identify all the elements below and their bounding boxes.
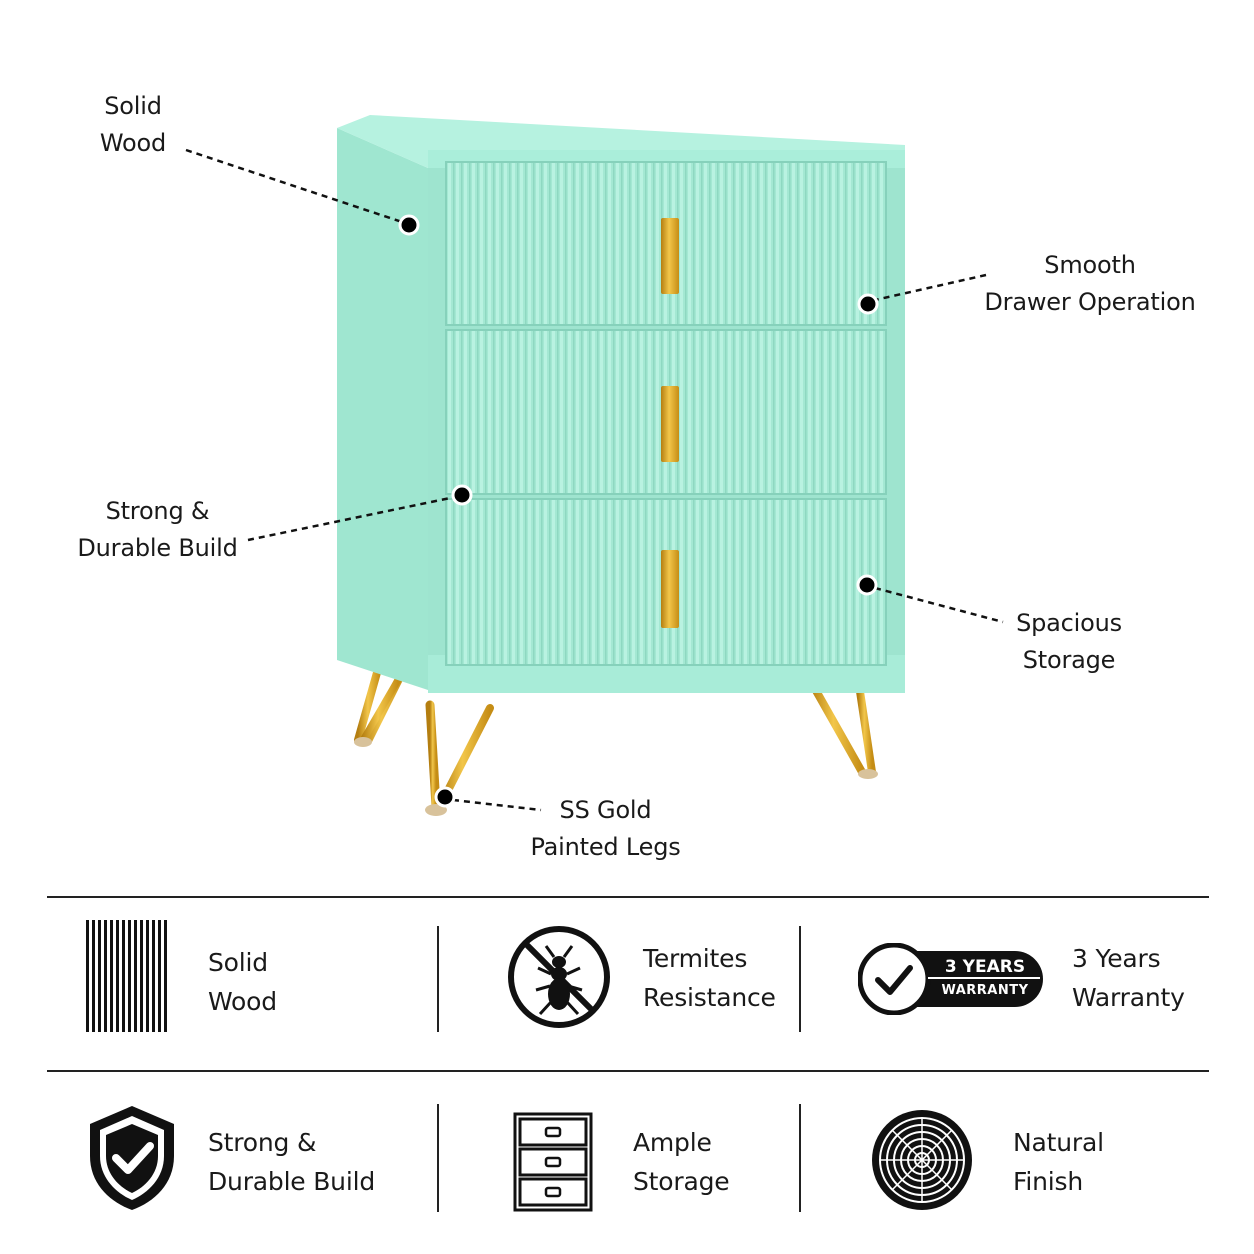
callout-smooth-drawer: Smooth Drawer Operation [984,251,1196,316]
feature-strong-build: Strong & Durable Build [208,1128,375,1196]
divider-v [799,926,801,1032]
callout-strong-build: Strong & Durable Build [77,497,238,562]
warranty-badge-icon: 3 YEARS WARRANTY [858,943,1046,1015]
divider-top [47,896,1209,898]
feature-solid-wood: Solid Wood [208,948,277,1016]
divider-middle [47,1070,1209,1072]
chest-of-drawers-illustration [185,115,1004,816]
callout-solid-wood: Solid Wood [99,92,167,157]
feature-natural-finish: Natural Finish [1013,1128,1104,1196]
callout-dot-solid-wood [398,214,420,236]
callout-dot-strong-build [451,484,473,506]
shield-check-icon [90,1106,174,1210]
badge-bottom-text: WARRANTY [941,983,1029,998]
divider-v [437,926,439,1032]
callout-leaders [185,148,1004,812]
no-termite-icon [508,926,610,1028]
callout-gold-legs: SS Gold Painted Legs [530,796,681,861]
badge-top-text: 3 YEARS [944,957,1026,977]
callout-dot-spacious-storage [856,574,878,596]
feature-ample-storage: Ample Storage [633,1128,730,1196]
drawer-top [445,161,887,326]
drawer-bottom [445,498,887,666]
feature-termites: Termites Resistance [643,944,776,1012]
divider-v [799,1104,801,1212]
callout-dot-gold-legs [434,786,456,808]
wood-rings-icon [872,1110,972,1210]
callout-spacious-storage: Spacious Storage [1016,609,1122,674]
feature-warranty: 3 Years Warranty [1072,944,1185,1012]
wood-grain-icon [86,920,167,1032]
callout-dot-smooth-drawer [857,293,879,315]
drawer-middle [445,329,887,495]
divider-v [437,1104,439,1212]
drawer-cabinet-icon [513,1112,593,1212]
